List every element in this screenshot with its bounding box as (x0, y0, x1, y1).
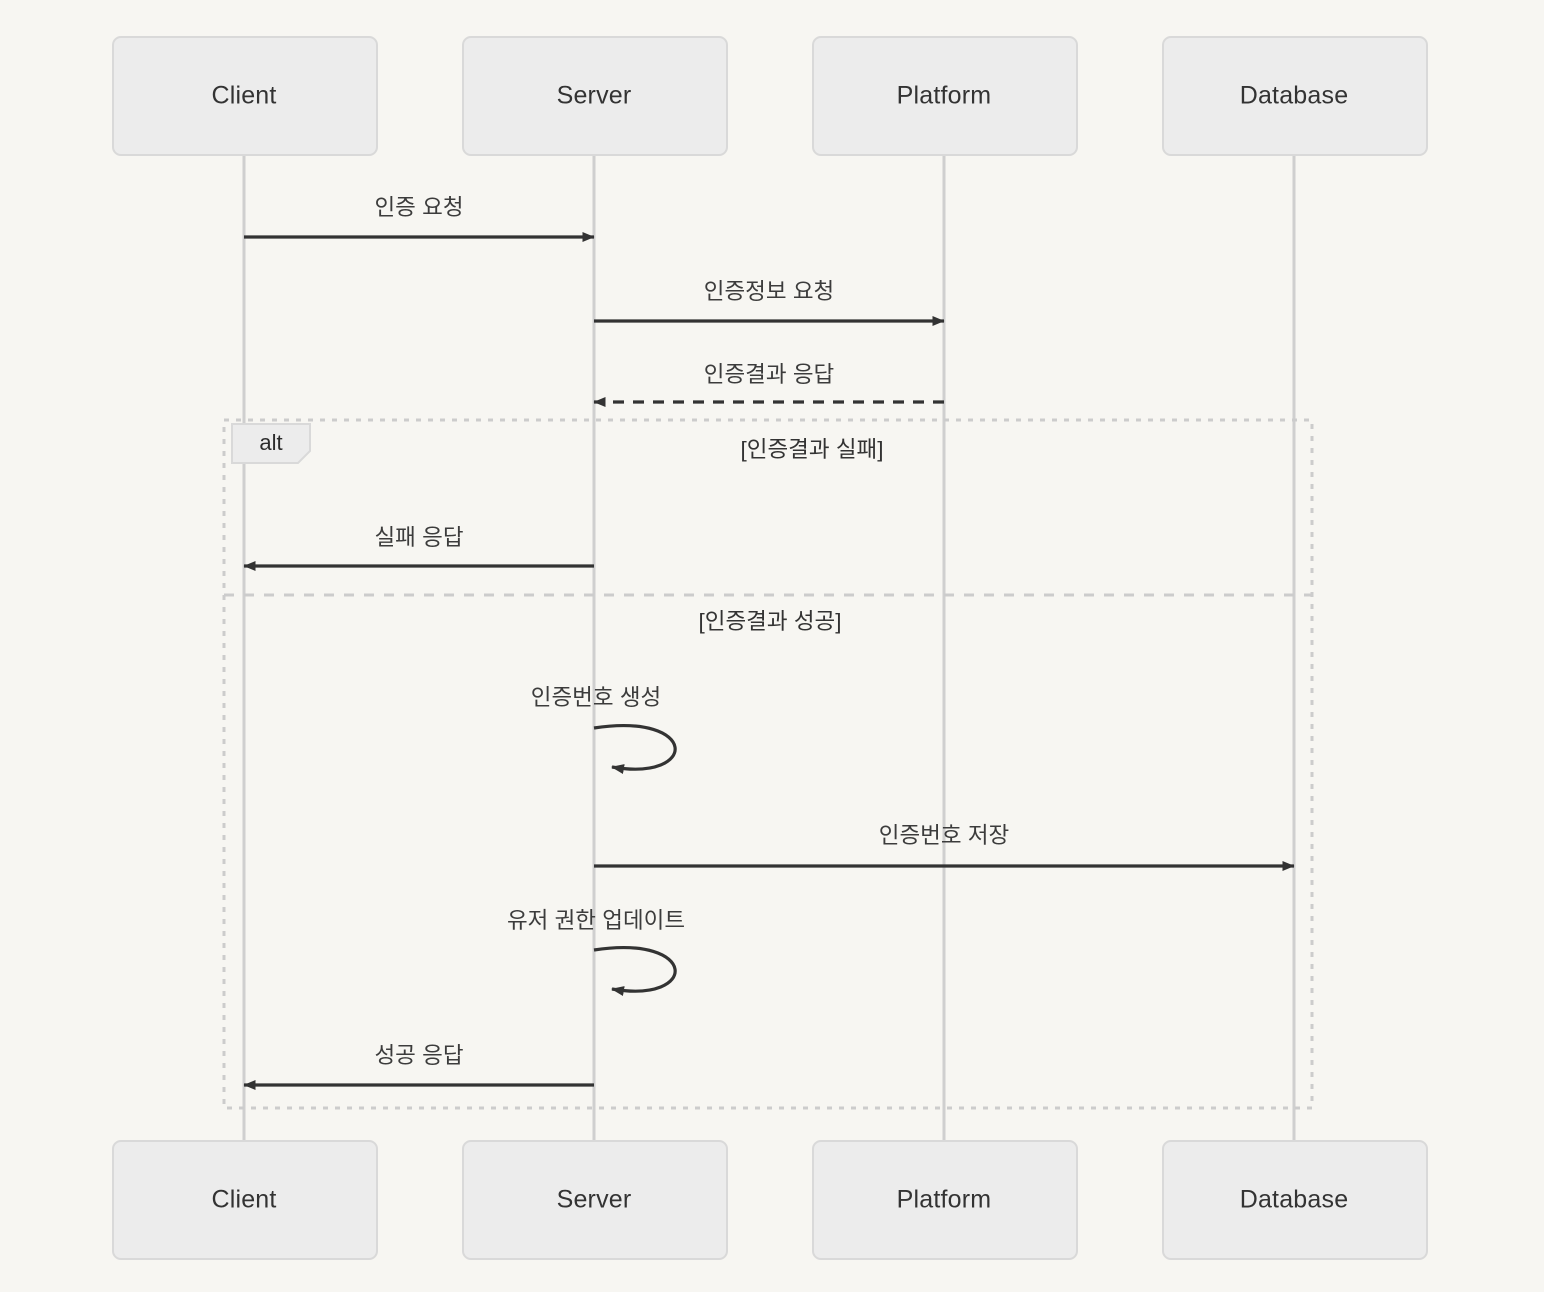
alt-operator-tag (231, 423, 311, 464)
participant-box-client-bottom[interactable] (112, 1140, 378, 1260)
alt-fragment-group (222, 418, 1314, 1110)
participant-box-platform-bottom[interactable] (812, 1140, 1078, 1260)
participant-box-database-bottom[interactable] (1162, 1140, 1428, 1260)
message-arrow-m7 (593, 946, 677, 996)
participant-box-client-top[interactable] (112, 36, 378, 156)
message-arrow-m5 (593, 724, 677, 774)
participant-box-platform-top[interactable] (812, 36, 1078, 156)
messages-group (243, 232, 1295, 1090)
alt-fragment-border (222, 418, 1314, 1110)
participant-box-database-top[interactable] (1162, 36, 1428, 156)
lifelines-group (242, 155, 1296, 1141)
participant-box-server-top[interactable] (462, 36, 728, 156)
participant-boxes-group (112, 36, 1428, 1260)
participant-box-server-bottom[interactable] (462, 1140, 728, 1260)
